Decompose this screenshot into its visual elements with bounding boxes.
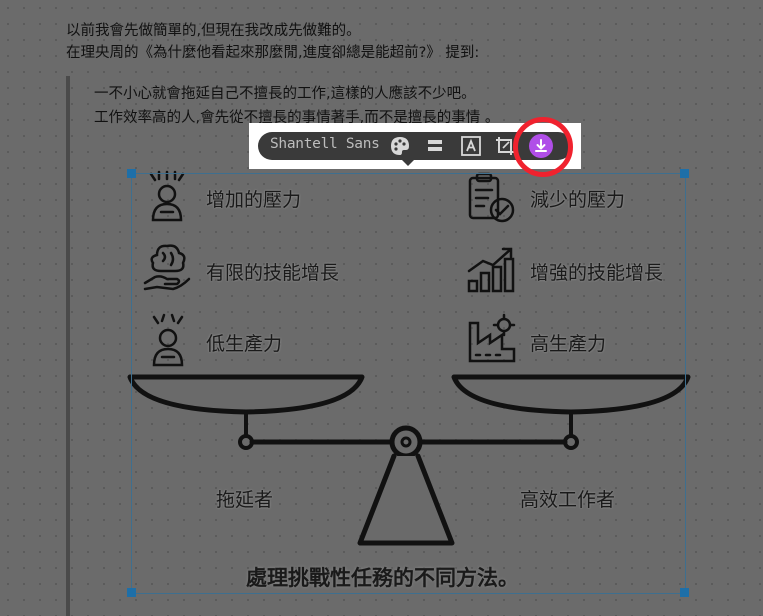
- resize-handle-bottom-right[interactable]: [680, 588, 689, 597]
- label-increased-stress: 增加的壓力: [206, 189, 302, 211]
- factory-gear-icon: [468, 313, 516, 363]
- resize-handle-bottom-left[interactable]: [127, 588, 136, 597]
- checklist-icon: [468, 172, 515, 223]
- highlight-circle: [513, 117, 573, 177]
- paragraph-line-2: 在理央周的《為什麼他看起來那麼閒,進度卻總是能超前?》 提到:: [66, 45, 480, 61]
- label-high-productivity: 高生產力: [530, 333, 607, 355]
- brain-hand-icon: [143, 244, 191, 291]
- selection-box: [131, 173, 686, 594]
- diagram-title: 處理挑戰性任務的不同方法。: [246, 566, 519, 590]
- quote-line-2: 工作效率高的人,會先從不擅長的事情著手,而不是擅長的事情 。: [94, 110, 500, 126]
- stressed-person-icon: [149, 170, 185, 222]
- growth-chart-icon: [467, 247, 515, 293]
- label-limited-growth: 有限的技能增長: [206, 262, 340, 284]
- label-enhanced-growth: 增強的技能增長: [530, 262, 664, 284]
- label-low-productivity: 低生產力: [206, 333, 283, 355]
- label-reduced-stress: 減少的壓力: [530, 189, 626, 211]
- crop-icon[interactable]: [494, 135, 516, 157]
- tired-person-icon: [152, 313, 184, 367]
- font-family-selector[interactable]: Shantell Sans: [270, 136, 380, 152]
- resize-handle-top-right[interactable]: [680, 169, 689, 178]
- quote-line-1: 一不小心就會拖延自己不擅長的工作,這樣的人應該不少吧。: [94, 86, 476, 102]
- blockquote-bar: [66, 76, 70, 616]
- paragraph-line-1: 以前我會先做簡單的,但現在我改成先做難的。: [66, 23, 361, 39]
- caption-efficient-worker: 高效工作者: [520, 489, 616, 511]
- stroke-style-icon[interactable]: [424, 135, 446, 157]
- palette-icon[interactable]: [389, 135, 411, 157]
- text-format-icon[interactable]: [460, 135, 482, 157]
- resize-handle-top-left[interactable]: [127, 169, 136, 178]
- caption-procrastinator: 拖延者: [216, 489, 274, 511]
